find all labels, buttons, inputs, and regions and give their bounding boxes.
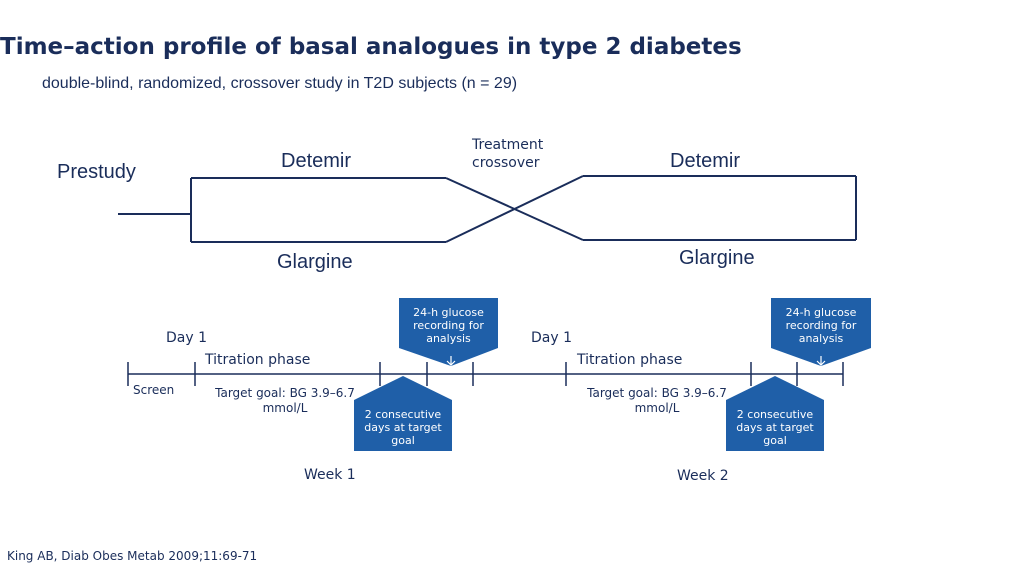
- crossover-line-b: [445, 175, 584, 243]
- detemir-label-1: Detemir: [281, 150, 352, 172]
- titration-label-a: Titration phase: [205, 352, 311, 368]
- page-subtitle: double-blind, randomized, crossover stud…: [42, 75, 518, 92]
- week2-label: Week 2: [677, 468, 729, 484]
- day1-label-a: Day 1: [166, 330, 208, 346]
- recording-box-2: [771, 298, 871, 366]
- citation: King AB, Diab Obes Metab 2009;11:69-71: [7, 549, 258, 563]
- glargine-label-2: Glargine: [679, 247, 755, 269]
- crossover-label: Treatment crossover: [472, 137, 544, 171]
- page-title: Time–action profile of basal analogues i…: [0, 34, 742, 60]
- target-goal-b: Target goal: BG 3.9–6.7 mmol/L: [587, 386, 727, 415]
- week1-label: Week 1: [304, 467, 356, 483]
- detemir-label-2: Detemir: [670, 150, 741, 172]
- recording-box-1: [399, 298, 498, 366]
- goal-box-2: [726, 376, 824, 451]
- goal-text-1: 2 consecutive days at target goal: [364, 408, 442, 447]
- recording-text-1: 24-h glucose recording for analysis: [413, 306, 484, 345]
- goal-text-2: 2 consecutive days at target goal: [736, 408, 814, 447]
- prestudy-label: Prestudy: [57, 161, 136, 183]
- day1-label-b: Day 1: [531, 330, 573, 346]
- titration-label-b: Titration phase: [577, 352, 683, 368]
- recording-text-2: 24-h glucose recording for analysis: [785, 306, 857, 345]
- target-goal-a: Target goal: BG 3.9–6.7 mmol/L: [215, 386, 355, 415]
- glargine-label-1: Glargine: [277, 251, 353, 273]
- screen-label: Screen: [133, 383, 175, 397]
- goal-box-1: [354, 376, 452, 451]
